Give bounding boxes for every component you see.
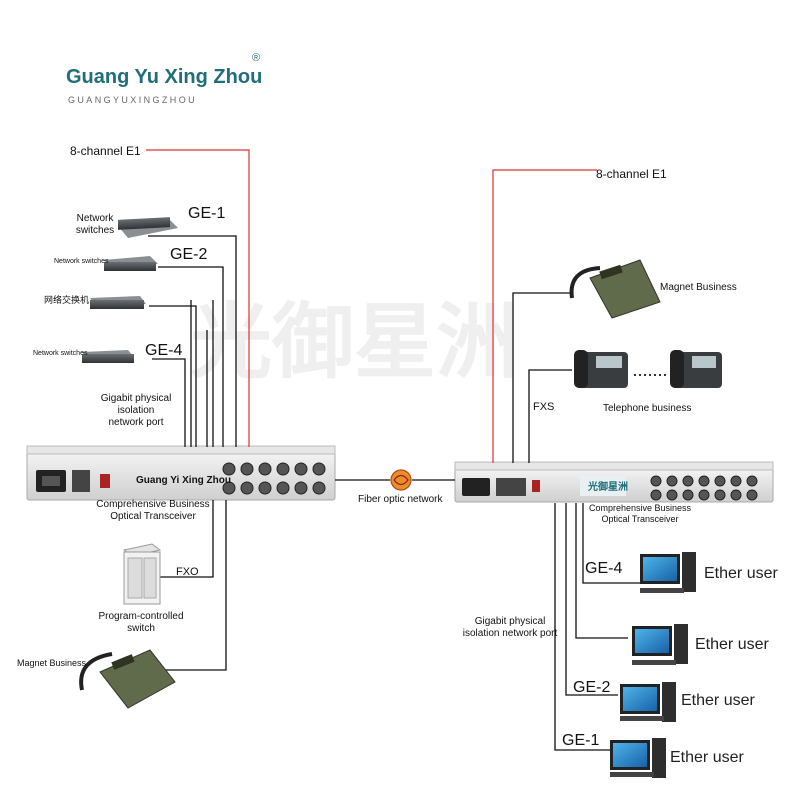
- ether-user-label-3: Ether user: [681, 692, 755, 709]
- program-controlled-switch-icon: [122, 543, 162, 605]
- magnet-phone-icon: [79, 649, 176, 709]
- brand-name: Guang Yu Xing Zhou: [66, 66, 263, 88]
- fxs-label: FXS: [533, 401, 555, 413]
- registered-mark: ®: [252, 52, 261, 64]
- desk-phone-icon: [574, 350, 628, 388]
- right-ge-links: [554, 503, 640, 751]
- switch-label-4: Network switches: [33, 350, 88, 357]
- right-device-caption: Comprehensive Business Optical Transceiv…: [588, 503, 692, 524]
- left-optical-transceiver: [26, 445, 336, 501]
- switch-label-3: 网络交换机: [44, 295, 90, 305]
- right-ge2-label: GE-2: [573, 679, 611, 696]
- left-magnet-label: Magnet Business: [17, 658, 87, 668]
- ether-user-label-2: Ether user: [695, 636, 769, 653]
- right-voice-links: [512, 292, 573, 463]
- magnet-phone-icon: [569, 259, 661, 319]
- right-ge4-label: GE-4: [585, 560, 623, 577]
- left-port-note: Gigabit physical isolation network port: [100, 393, 172, 428]
- right-e1-link: [492, 169, 597, 463]
- pbx-label: Program-controlled switch: [98, 611, 184, 634]
- computer-icon: [610, 738, 666, 778]
- fiber-label: Fiber optic network: [358, 494, 443, 505]
- fxo-label: FXO: [176, 566, 199, 578]
- switch-label-1: Network switches: [75, 213, 115, 236]
- network-switch-icon: [104, 256, 158, 271]
- ether-user-label-4: Ether user: [670, 749, 744, 766]
- right-magnet-label: Magnet Business: [660, 282, 737, 293]
- fiber-coil-icon: [390, 469, 412, 491]
- right-device-logo: 光御星洲: [587, 480, 628, 493]
- left-e1-link: [146, 149, 250, 447]
- network-switch-icon: [82, 350, 134, 363]
- right-port-note: Gigabit physical isolation network port: [462, 616, 558, 639]
- right-ge1-label: GE-1: [562, 732, 600, 749]
- computer-icon: [620, 682, 676, 722]
- network-switch-icon: [118, 217, 178, 238]
- left-ge4-label: GE-4: [145, 342, 183, 359]
- telephone-label: Telephone business: [603, 403, 692, 414]
- right-optical-transceiver: [454, 461, 774, 503]
- left-ge-links: [148, 235, 237, 671]
- ether-user-label-1: Ether user: [704, 565, 778, 582]
- right-e1-label: 8-channel E1: [596, 167, 667, 181]
- left-device-caption: Comprehensive Business Optical Transceiv…: [96, 499, 210, 522]
- brand-subtitle: GUANGYUXINGZHOU: [68, 95, 198, 105]
- watermark: 光御星洲: [190, 295, 518, 390]
- computer-icon: [632, 624, 688, 665]
- computer-icon: [640, 552, 696, 593]
- desk-phone-icon: [670, 350, 722, 388]
- left-ge1-label: GE-1: [188, 205, 226, 222]
- left-device-name: Guang Yi Xing Zhou: [136, 475, 231, 486]
- left-ge2-label: GE-2: [170, 246, 208, 263]
- left-e1-label: 8-channel E1: [70, 144, 141, 158]
- network-switch-icon: [90, 296, 146, 309]
- switch-label-2: Network switches: [54, 258, 109, 265]
